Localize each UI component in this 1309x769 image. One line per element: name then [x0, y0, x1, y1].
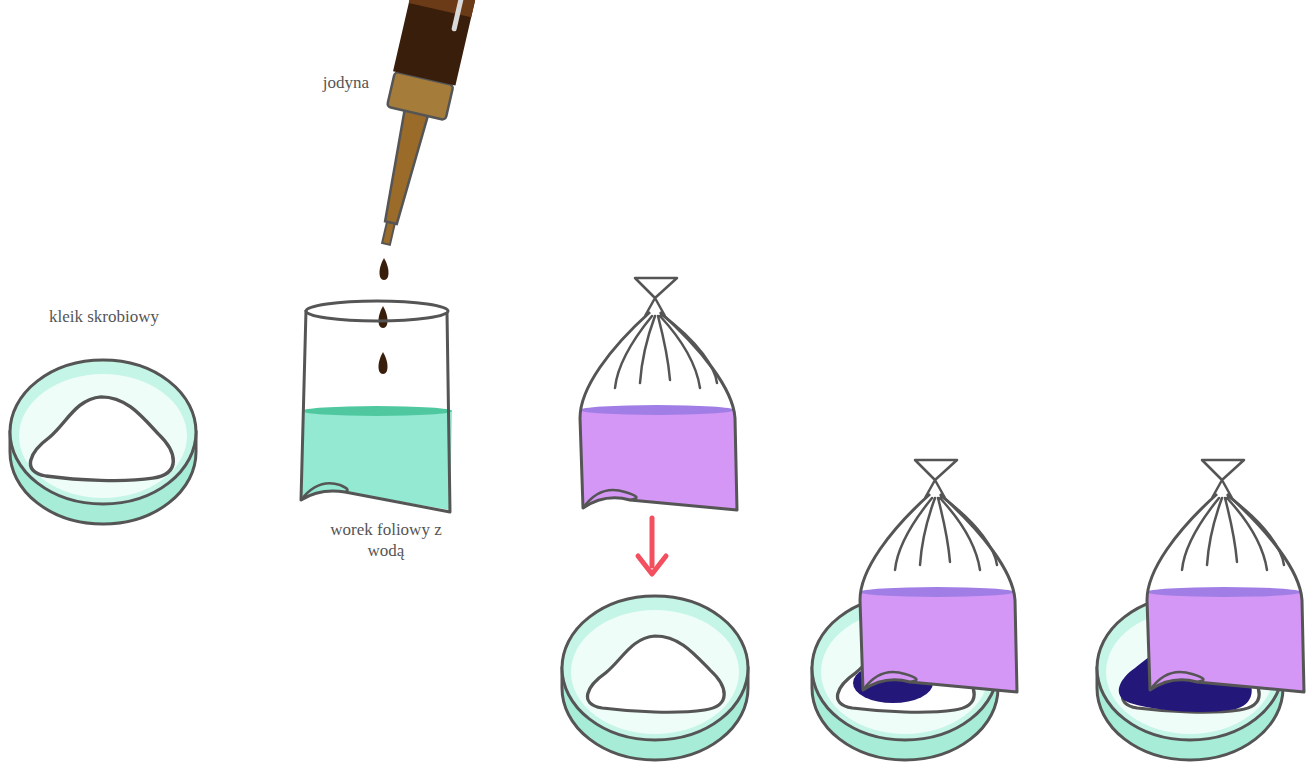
iodine-bag	[580, 278, 737, 510]
arrow	[638, 518, 666, 574]
iodine-bag	[1147, 460, 1304, 692]
label: jodyna	[301, 72, 391, 93]
petri-dish	[562, 596, 748, 760]
label: kleik skrobiowy	[24, 306, 184, 327]
iodine-bottle	[355, 0, 485, 251]
water-bag	[301, 301, 452, 512]
iodine-bag	[860, 460, 1017, 692]
label: worek foliowy z wodą	[327, 519, 445, 562]
iodine-drops	[379, 258, 389, 374]
petri-dish	[10, 360, 196, 524]
